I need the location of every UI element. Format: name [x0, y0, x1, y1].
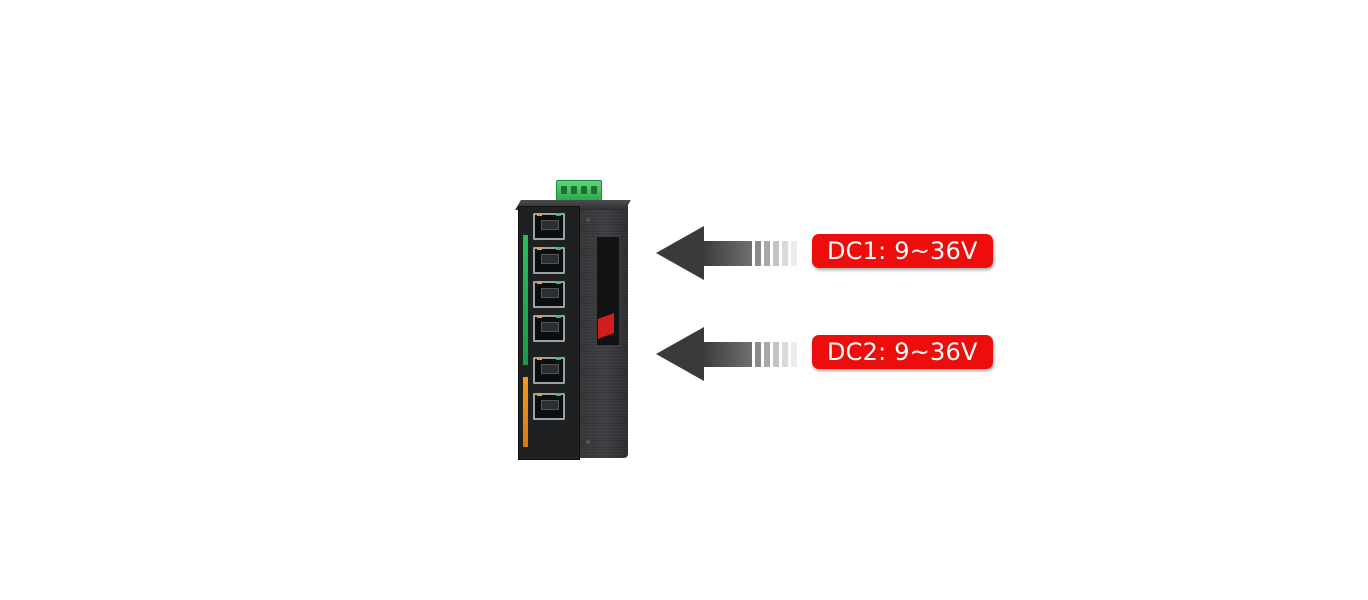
dc2-voltage-badge: DC2: 9~36V: [812, 335, 993, 369]
rj45-port-icon: [533, 315, 565, 342]
power-input-arrow-icon: [656, 226, 800, 282]
rj45-port-icon: [533, 247, 565, 274]
rj45-port-icon: [533, 213, 565, 240]
dc1-voltage-badge: DC1: 9~36V: [812, 234, 993, 268]
orange-led-strip: [523, 377, 528, 447]
power-terminal-block-icon: [556, 180, 602, 202]
rj45-port-icon: [533, 281, 565, 308]
green-led-strip: [523, 235, 528, 365]
power-input-arrow-icon: [656, 327, 800, 383]
rj45-port-icon: [533, 357, 565, 384]
industrial-switch-image: [515, 178, 632, 462]
rj45-port-icon: [533, 393, 565, 420]
switch-front-panel: [518, 206, 580, 460]
